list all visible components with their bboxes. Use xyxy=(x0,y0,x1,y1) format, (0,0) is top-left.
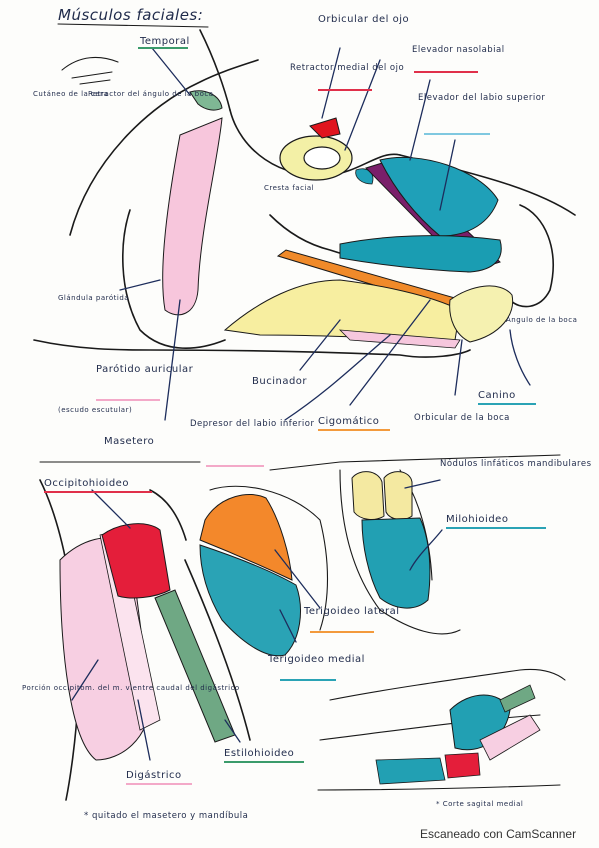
label-cutaneo: Cutáneo de la cara xyxy=(33,90,108,98)
sagittal-green-shape xyxy=(499,684,536,713)
sagittal-top-line xyxy=(329,668,566,701)
lymph-node-2 xyxy=(383,471,413,520)
label-elevador-nasolabial: Elevador nasolabial xyxy=(412,45,505,55)
label-terigoideo-medial: Terigoideo medial xyxy=(267,654,365,665)
arrow-digastrico xyxy=(137,699,151,761)
ptery-outline xyxy=(209,485,328,631)
arrow-elev-labio xyxy=(439,139,456,211)
section-divider xyxy=(39,454,561,471)
label-angulo-boca: Ángulo de la boca xyxy=(506,315,577,324)
arrow-orbicular xyxy=(344,59,381,151)
nostril-outline xyxy=(509,204,554,308)
sagittal-bottom-line xyxy=(317,784,561,791)
orbicularis-oris-shape xyxy=(449,285,514,343)
pterygoid-lateral-shape xyxy=(199,494,293,581)
cutaneous-sketch xyxy=(61,56,119,85)
label-estilohioideo: Estilohioideo xyxy=(224,748,294,759)
eye-opening xyxy=(303,146,341,170)
label-orbicular-ojo: Orbicular del ojo xyxy=(318,14,409,25)
neck-right-outline xyxy=(184,559,251,741)
arrow-depresor xyxy=(284,334,391,421)
footer-note: * quitado el masetero y mandíbula xyxy=(84,811,248,821)
label-cigomatico: Cigomático xyxy=(318,415,379,427)
label-occipitohioideo: Occipitohioideo xyxy=(44,478,129,489)
canine-muscle-shape xyxy=(339,235,502,273)
label-bucinador: Bucinador xyxy=(252,376,307,387)
label-canino: Canino xyxy=(478,390,516,401)
label-porcion-occipital: Porción occipitom. del m. vientre caudal… xyxy=(22,684,240,692)
occipitohyoid-shape xyxy=(101,523,171,599)
retractor-medial-shape xyxy=(309,117,341,139)
mylohyoid-shape xyxy=(361,517,431,609)
diagram-title: Músculos faciales: xyxy=(58,6,203,24)
arrow-cigomatico xyxy=(349,299,431,406)
label-retractor-angulo: Retractor del ángulo de la boca xyxy=(88,90,214,98)
sagittal-pink-shape xyxy=(479,714,541,761)
arrow-ptery-lateral xyxy=(274,549,321,609)
label-parotido-note: (escudo escutular) xyxy=(58,406,132,414)
label-cresta-facial: Cresta facial xyxy=(264,184,314,192)
arrow-temporal xyxy=(151,47,191,96)
jaw-line xyxy=(33,339,471,358)
label-elevador-labio: Elevador del labio superior xyxy=(418,93,545,103)
arrow-estilohioideo xyxy=(224,719,241,743)
title-underline xyxy=(57,23,209,28)
arrow-parotida xyxy=(119,279,161,291)
label-parotido-auricular: Parótido auricular xyxy=(96,363,194,375)
lymph-node-1 xyxy=(351,471,385,520)
label-orbicular-boca: Orbicular de la boca xyxy=(414,413,510,423)
head-outline-top xyxy=(69,59,259,236)
label-masetero: Masetero xyxy=(104,436,154,447)
temporal-muscle-shape xyxy=(189,90,223,111)
parotid-gland-shape xyxy=(162,117,223,316)
scan-credit: Escaneado con CamScanner xyxy=(420,827,576,841)
sagittal-blue-2 xyxy=(375,757,446,785)
small-levator-shape xyxy=(355,168,374,185)
arrow-nasolabial xyxy=(409,79,431,161)
label-digastrico: Digástrico xyxy=(126,769,182,781)
neck-top-outline xyxy=(149,489,187,541)
arrow-porcion xyxy=(71,659,99,701)
levator-labii-upper-shape xyxy=(379,156,499,237)
label-glandula-parotida: Glándula parótida xyxy=(58,294,129,302)
label-depresor-labio: Depresor del labio inferior xyxy=(190,419,314,429)
label-temporal: Temporal xyxy=(139,36,190,47)
arrow-bucinador xyxy=(299,319,341,371)
arrow-nodulos xyxy=(404,479,441,489)
label-terigoideo-lateral: Terigoideo lateral xyxy=(303,606,400,617)
parotid-outline xyxy=(122,209,226,349)
label-nodulos: Nódulos linfáticos mandibulares xyxy=(440,458,592,469)
sagittal-red-shape xyxy=(444,752,481,779)
arrow-milohioideo xyxy=(409,529,443,571)
label-corte-sagital: * Corte sagital medial xyxy=(436,800,523,808)
arrow-ptery-medial xyxy=(279,609,297,643)
arrow-retractor xyxy=(321,47,341,119)
label-retractor-medial: Retractor medial del ojo xyxy=(290,63,404,73)
arrow-canino xyxy=(509,329,531,386)
label-milohioideo: Milohioideo xyxy=(446,514,508,525)
arrow-occipitohioideo xyxy=(91,489,131,529)
arrow-masetero xyxy=(164,299,181,421)
arrow-orbicular-boca xyxy=(454,339,463,396)
sagittal-mid-line xyxy=(319,714,541,741)
head-outline-forehead xyxy=(199,29,231,111)
pterygoid-medial-shape xyxy=(199,544,301,657)
